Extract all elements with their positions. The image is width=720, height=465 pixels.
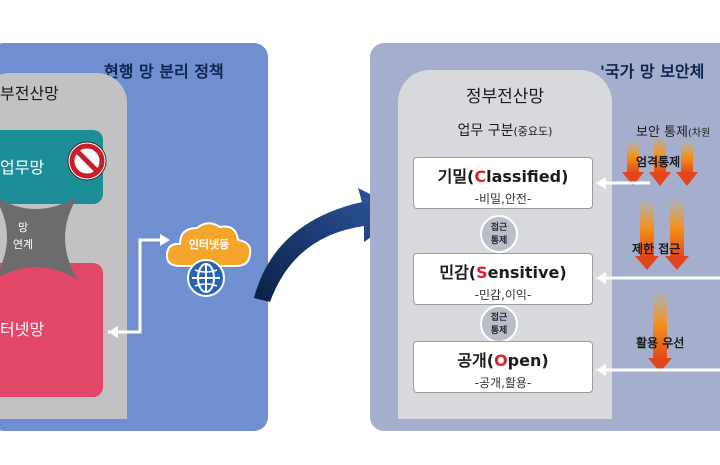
- network-connection-label: 망 연계: [5, 219, 41, 253]
- current-policy-title: 현행 망 분리 정책: [104, 62, 224, 81]
- connection-text-1: 망: [17, 221, 29, 234]
- control-text: 보안 통제: [636, 125, 688, 140]
- connection-text-2: 연계: [12, 238, 34, 251]
- open-level-box: 공개(Open) -공개,활용-: [413, 341, 593, 393]
- open-title: 공개(Open): [457, 351, 549, 370]
- internet-network-label: 터넷망: [0, 320, 45, 339]
- gov-network-label: 부전산망: [0, 84, 59, 103]
- security-control-label: 보안 통제(차원: [636, 121, 710, 140]
- strict-control-label: 엄격통제: [636, 155, 681, 169]
- classified-level-box: 기밀(Classified) -비밀,안전-: [413, 157, 593, 209]
- access-control-badge: 접근 통제: [480, 215, 518, 253]
- prohibit-icon: [67, 141, 107, 181]
- work-network-label: 업무망: [0, 158, 45, 177]
- globe-icon: [187, 259, 225, 297]
- access-text-2: 통제: [490, 236, 508, 246]
- gov-network-label-right: 정부전산망: [465, 87, 545, 107]
- cloud-icon: [165, 222, 252, 267]
- sensitive-title: 민감(Sensitive): [439, 263, 567, 282]
- sensitive-subtitle: -민감,이익-: [474, 288, 532, 302]
- work-class-note: (중요도): [513, 125, 553, 138]
- network-connection-shape: [0, 196, 78, 280]
- work-class-text: 업무 구분: [457, 123, 514, 139]
- limited-access-label: 제한 접근: [632, 242, 681, 256]
- access-text-2: 통제: [490, 326, 508, 336]
- access-text-1: 접근: [490, 313, 508, 323]
- sensitive-level-box: 민감(Sensitive) -민감,이익-: [413, 253, 593, 305]
- classified-subtitle: -비밀,안전-: [474, 192, 532, 206]
- national-security-title: '국가 망 보안체: [600, 62, 705, 81]
- access-control-badge: 접근 통제: [480, 305, 518, 343]
- control-note: (차원: [687, 128, 711, 139]
- open-subtitle: -공개,활용-: [474, 376, 532, 390]
- usage-priority-label: 활용 우선: [636, 336, 685, 350]
- internet-network-box: [0, 263, 103, 397]
- classified-title: 기밀(Classified): [437, 167, 569, 186]
- access-text-1: 접근: [490, 223, 508, 233]
- work-classification-label: 업무 구분(중요도): [398, 120, 612, 140]
- cloud-label: 인터넷등: [188, 238, 230, 251]
- arrow-icon: [254, 188, 406, 302]
